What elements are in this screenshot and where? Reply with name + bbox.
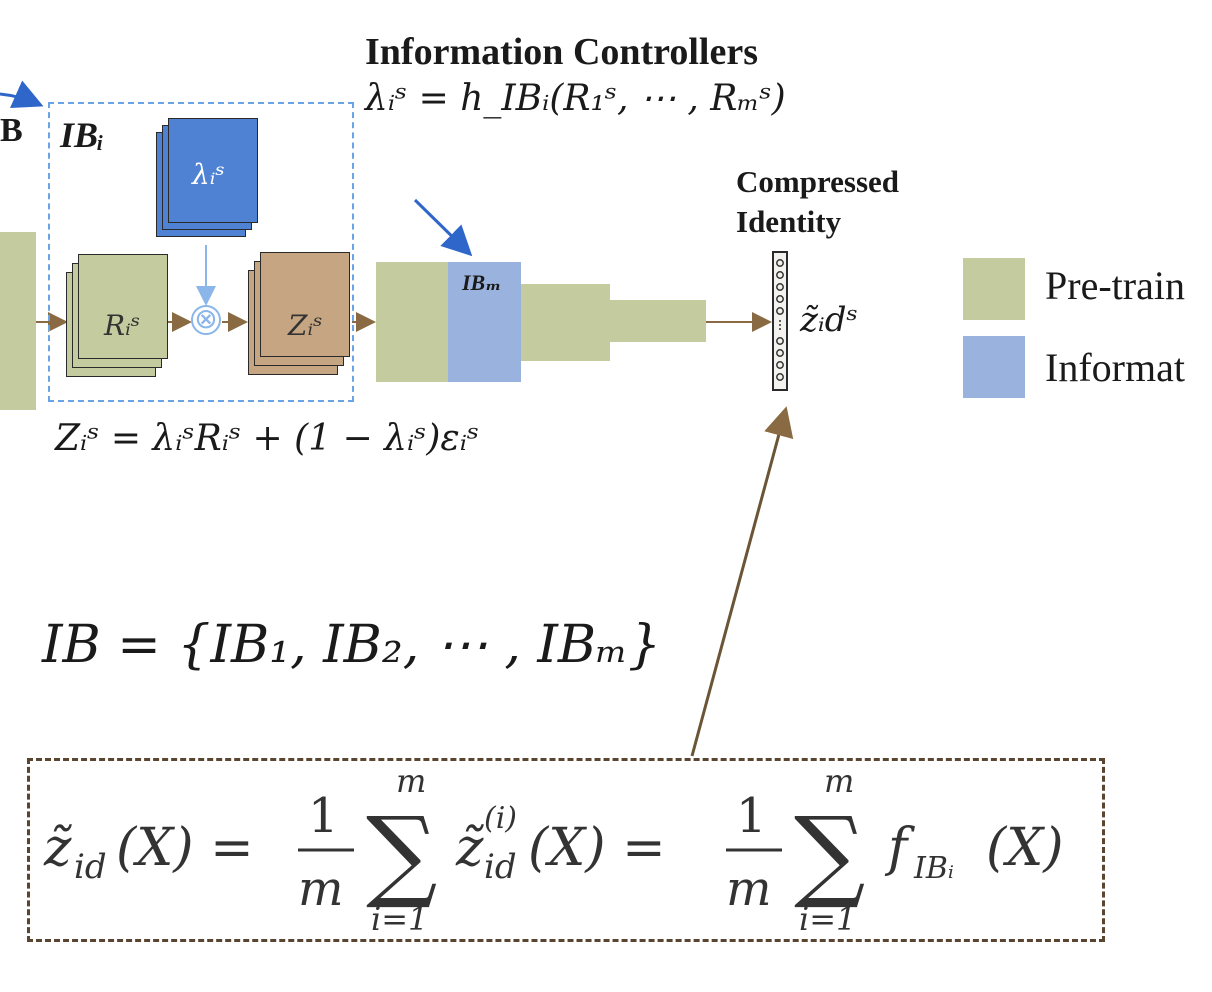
information-controllers-title: Information Controllers	[365, 31, 758, 73]
r-feature-map: Rᵢˢ	[66, 254, 170, 388]
legend-label-pretrain: Pre-train	[1045, 263, 1185, 308]
formula-lhs-sub: id	[74, 847, 107, 887]
previous-layer-block	[0, 232, 36, 410]
formula-mid-term: z̃	[455, 818, 484, 878]
formula-sum2-symbol: ∑	[794, 795, 865, 912]
ib-module-label: IBᵢ	[60, 115, 105, 155]
identity-vector	[772, 251, 788, 391]
compressed-label-line2: Identity	[736, 204, 842, 239]
pretrain-block-2	[521, 284, 610, 361]
formula-frac1-num: 1	[308, 788, 339, 844]
ib-m-block	[448, 262, 521, 382]
lambda-map-label: λᵢˢ	[192, 158, 225, 191]
z-map-label: Zᵢˢ	[288, 309, 323, 342]
lambda-equation: λᵢˢ = h_IBᵢ(R₁ˢ, ⋯ , Rₘˢ)	[365, 78, 786, 119]
formula-sum2-bottom: i=1	[799, 900, 856, 930]
compressed-identity-formula: z̃ id (X) = 1 m m ∑ i=1 z̃ (i) id (X) = …	[43, 770, 1064, 930]
legend-label-information: Informat	[1045, 345, 1185, 390]
formula-mid-sup: (i)	[484, 801, 517, 836]
multiply-operator-icon: ⊗	[191, 305, 221, 335]
compressed-label-line1: Compressed	[736, 164, 900, 199]
vector-dots	[776, 259, 784, 381]
formula-rhs-term: f	[884, 818, 915, 878]
formula-rhs-arg: (X)	[986, 818, 1064, 878]
pretrain-block-1	[376, 262, 448, 382]
legend-swatch-pretrain	[963, 258, 1025, 320]
r-map-label: Rᵢˢ	[104, 309, 141, 342]
formula-lhs: z̃	[43, 818, 72, 878]
compressed-identity-label: Compressed Identity	[736, 162, 899, 242]
formula-frac1-den: m	[298, 861, 344, 917]
formula-mid-sub: id	[484, 847, 517, 887]
formula-lhs-arg: (X) =	[116, 818, 254, 878]
formula-box	[27, 758, 1105, 942]
pretrain-block-3	[610, 300, 706, 342]
formula-sum2-top: m	[824, 770, 854, 800]
formula-rhs-sub: IBᵢ	[913, 851, 954, 886]
z-feature-map: Zᵢˢ	[248, 252, 352, 386]
formula-sum1-symbol: ∑	[366, 795, 437, 912]
formula-mid-arg: (X) =	[528, 818, 666, 878]
ib-module-box	[48, 102, 354, 402]
formula-sum1-top: m	[396, 770, 426, 800]
blue-arrow-to-ibm	[413, 198, 473, 257]
ib-m-label: IBₘ	[462, 270, 502, 295]
formula-frac2-num: 1	[736, 788, 767, 844]
z-tilde-id-label: z̃ᵢdˢ	[800, 300, 858, 340]
legend-swatch-information	[963, 336, 1025, 398]
previous-block-label: B	[0, 112, 23, 149]
z-equation: Zᵢˢ = λᵢˢRᵢˢ + (1 − λᵢˢ)εᵢˢ	[55, 418, 480, 459]
blue-arrow-top-left	[0, 80, 44, 108]
ib-set-equation: IB = {IB₁, IB₂, ⋯ , IBₘ}	[42, 615, 662, 675]
formula-sum1-bottom: i=1	[371, 900, 428, 930]
formula-frac2-den: m	[726, 861, 772, 917]
lambda-feature-map: λᵢˢ	[156, 118, 260, 242]
arrow-formula-to-vector	[690, 406, 794, 757]
